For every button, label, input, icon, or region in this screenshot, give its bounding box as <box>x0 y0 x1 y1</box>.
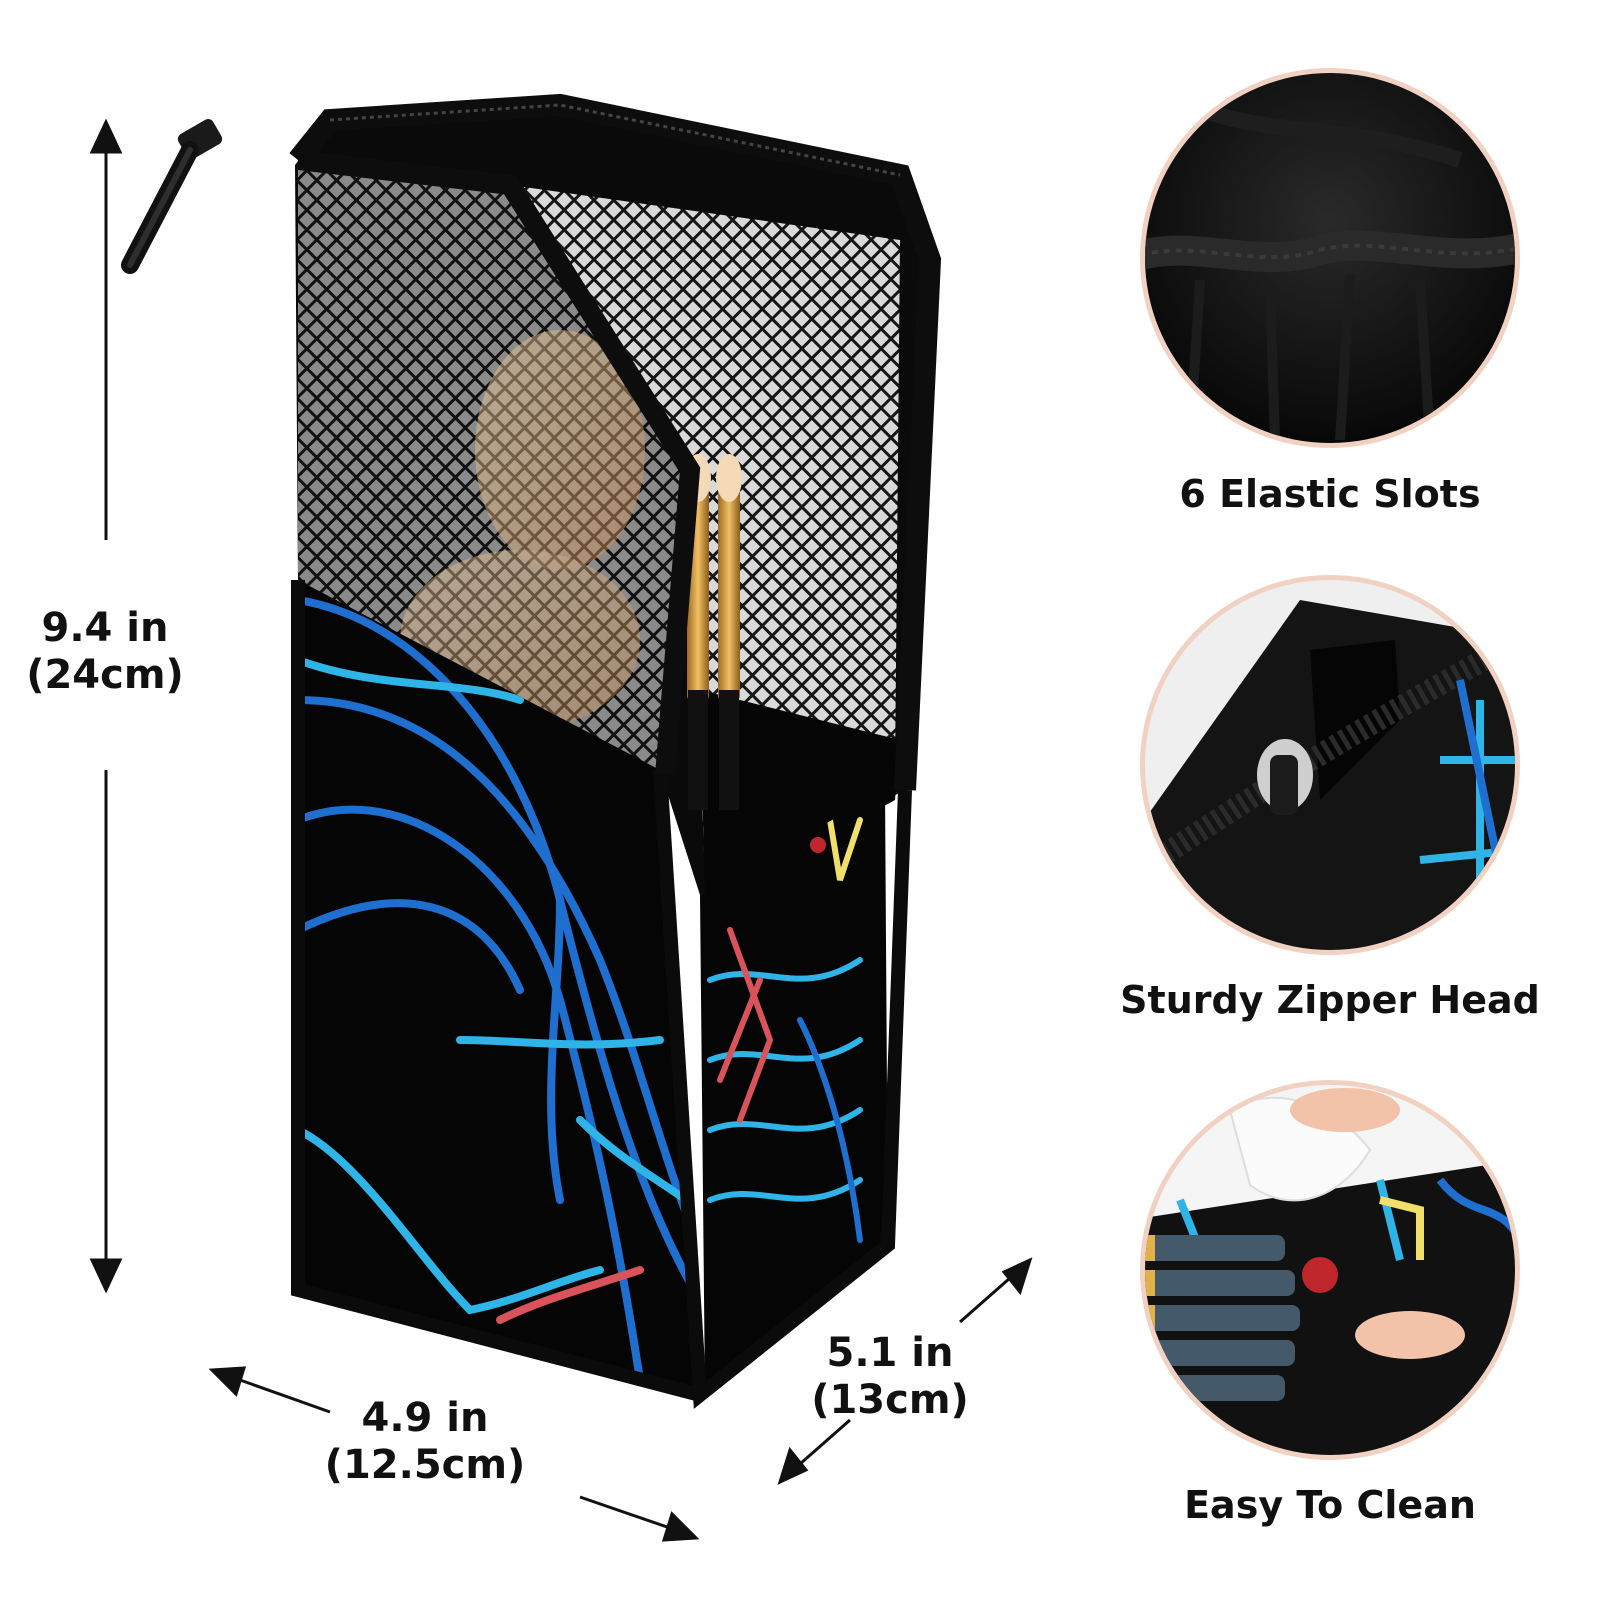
height-dimension-label: 9.4 in (24cm) <box>20 605 190 699</box>
elastic-slots-photo <box>1140 68 1520 448</box>
feature-label-easy-clean: Easy To Clean <box>1184 1483 1476 1527</box>
depth-imperial: 5.1 in <box>826 1330 954 1376</box>
width-metric: (12.5cm) <box>324 1442 526 1489</box>
height-arrow <box>89 118 123 1294</box>
width-imperial: 4.9 in <box>361 1395 489 1441</box>
cleaning-photo <box>1140 1080 1520 1460</box>
zipper-pull <box>121 119 223 274</box>
depth-dimension-label: 5.1 in (13cm) <box>800 1330 980 1424</box>
zipper-head-photo <box>1140 575 1520 955</box>
depth-arrow <box>777 1257 1033 1485</box>
height-imperial: 9.4 in <box>41 605 169 651</box>
feature-label-elastic-slots: 6 Elastic Slots <box>1179 472 1481 516</box>
makeup-bag <box>121 93 942 1409</box>
width-dimension-label: 4.9 in (12.5cm) <box>315 1395 535 1489</box>
width-arrow <box>208 1366 700 1542</box>
feature-label-zipper-head: Sturdy Zipper Head <box>1120 978 1540 1022</box>
height-metric: (24cm) <box>26 652 184 699</box>
depth-metric: (13cm) <box>811 1377 969 1424</box>
